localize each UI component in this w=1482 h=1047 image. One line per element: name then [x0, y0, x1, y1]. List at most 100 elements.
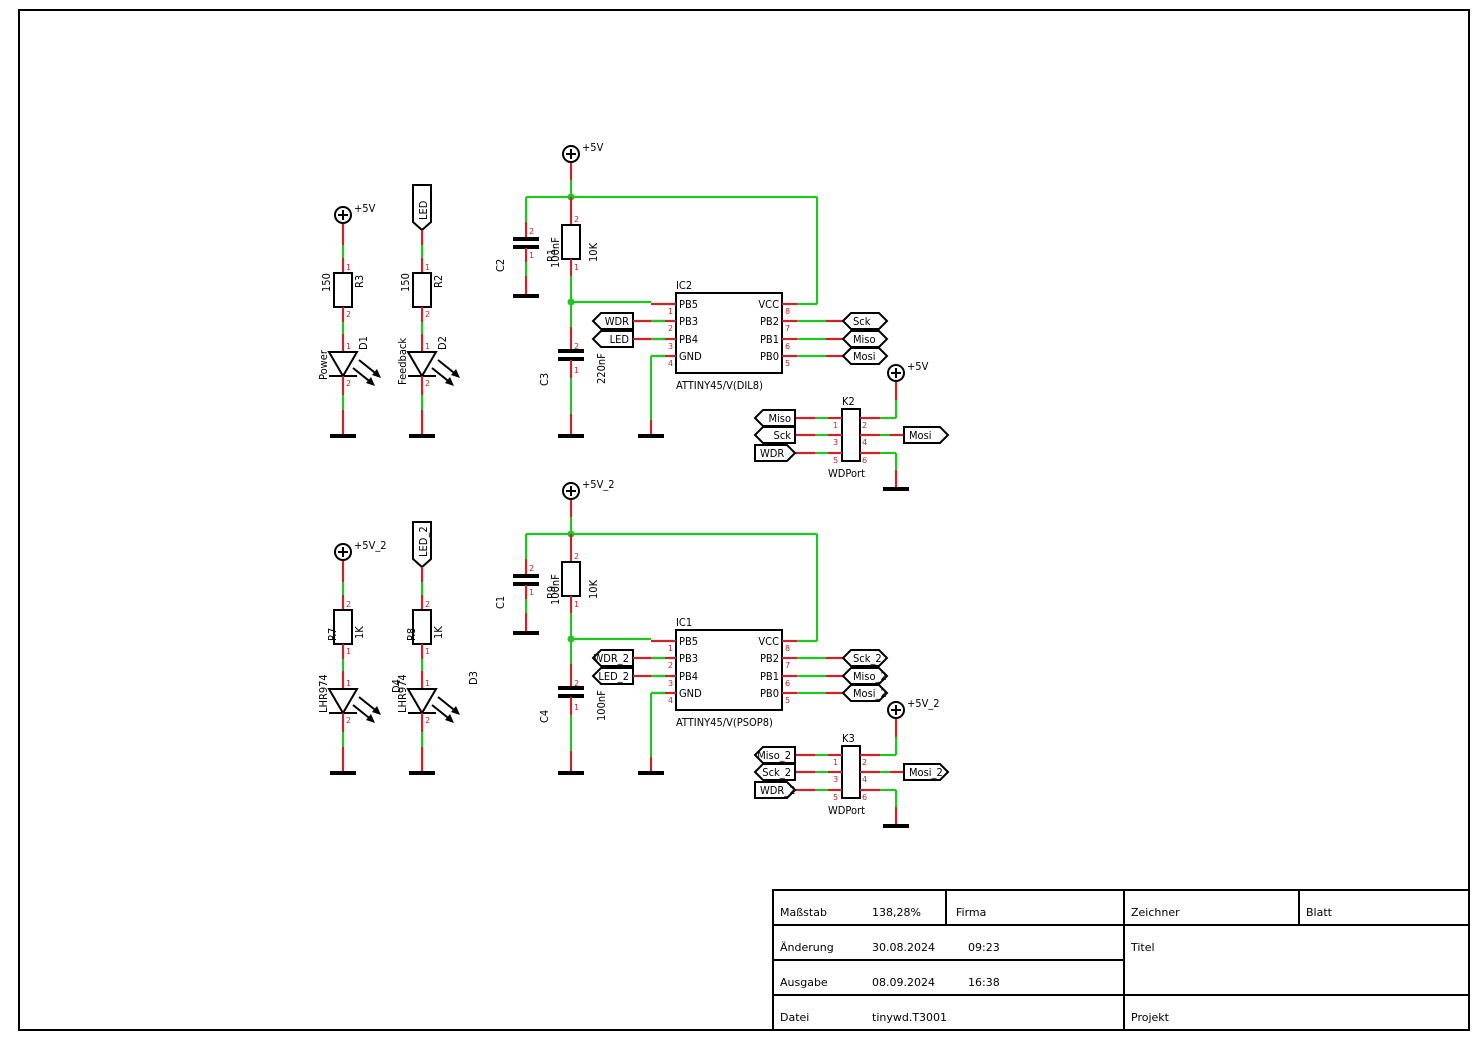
port-mosi-label: Mosi	[853, 350, 876, 363]
conn-port-mosi-label: Mosi_2	[909, 766, 943, 779]
pin-number: 5	[833, 456, 838, 465]
title-block: Maßstab 138,28% Firma Zeichner Blatt Änd…	[772, 889, 1470, 1031]
resistor-body	[412, 272, 432, 308]
r7-value: 1K	[353, 626, 366, 639]
aenderung-label: Änderung	[780, 941, 834, 954]
r8-name: R8	[405, 628, 418, 641]
arrow-head	[445, 377, 454, 386]
pin-number: 2	[529, 564, 534, 573]
ic-pin-label: PB5	[679, 298, 698, 311]
d3-label: D3	[467, 671, 480, 685]
c1-name: C1	[494, 596, 507, 609]
led-symbol	[406, 688, 438, 715]
ic-body	[675, 629, 783, 711]
projekt-label: Projekt	[1131, 1011, 1170, 1024]
pullup-r-name: R9	[545, 586, 558, 599]
r8-value: 1K	[432, 626, 445, 639]
pin-number: 8	[785, 307, 790, 316]
pin-number: 4	[862, 438, 867, 447]
port-miso-label: Miso	[853, 333, 876, 346]
port-mosi_2	[841, 684, 889, 702]
connector-name: K2	[842, 395, 855, 408]
ic-pin-label: PB0	[760, 687, 779, 700]
pin-number: 8	[785, 644, 790, 653]
pin-number: 5	[785, 696, 790, 705]
pin-number: 1	[425, 342, 430, 351]
pin-number: 1	[425, 679, 430, 688]
aenderung-date: 30.08.2024	[872, 941, 935, 954]
firma-label: Firma	[956, 906, 986, 919]
conn-port-sck	[753, 426, 796, 444]
aenderung-time: 09:23	[968, 941, 1000, 954]
r2-name: R2	[432, 275, 445, 288]
d1-name: D1	[357, 336, 370, 350]
d2-name: D2	[436, 336, 449, 350]
r2-value: 150	[399, 273, 412, 292]
pin-number: 1	[425, 647, 430, 656]
connector-value: WDPort	[828, 804, 865, 817]
c3-value: 220nF	[595, 353, 608, 384]
resistor-body	[561, 561, 581, 597]
conn-port-miso_2	[753, 746, 796, 764]
port-sck_2-label: Sck_2	[853, 652, 882, 665]
ic-name: IC2	[676, 279, 692, 292]
led-port-label: LED	[417, 200, 430, 220]
ic-pin-label: PB2	[760, 652, 779, 665]
port-led-label: LED	[610, 333, 630, 346]
pin-number: 1	[833, 421, 838, 430]
conn-port-sck-label: Sck	[774, 429, 792, 442]
pin-number: 2	[346, 600, 351, 609]
d1-value: Power	[317, 349, 330, 380]
pin-number: 3	[833, 775, 838, 784]
c3-name: C3	[538, 373, 551, 386]
ic-pin-label: PB4	[679, 333, 698, 346]
pin-number: 6	[862, 456, 867, 465]
ic-pin-label: PB4	[679, 670, 698, 683]
conn-port-miso-label: Miso	[769, 412, 792, 425]
pin-number: 2	[668, 324, 673, 333]
ic-pin-label: VCC	[758, 635, 779, 648]
pin-number: 6	[785, 679, 790, 688]
port-led_2-label: LED_2	[598, 670, 629, 683]
pin-number: 2	[668, 661, 673, 670]
pin-number: 6	[785, 342, 790, 351]
pin-number: 2	[574, 552, 579, 561]
pin-number: 1	[668, 644, 673, 653]
pin-number: 1	[833, 758, 838, 767]
conn-port-mosi	[903, 426, 950, 444]
connector-body	[841, 408, 861, 462]
arrow-head	[445, 714, 454, 723]
r7-name: R7	[326, 628, 339, 641]
pin-number: 1	[668, 307, 673, 316]
pin-number: 1	[346, 679, 351, 688]
arrow-head	[372, 706, 381, 715]
drawing-frame	[18, 9, 1470, 1031]
pin-number: 2	[862, 421, 867, 430]
arrow-head	[366, 714, 375, 723]
ic-part-label: ATTINY45/V(PSOP8)	[676, 716, 773, 729]
ausgabe-label: Ausgabe	[780, 976, 828, 989]
arrow-head	[372, 369, 381, 378]
pin-number: 4	[668, 696, 673, 705]
ic-part-label: ATTINY45/V(DIL8)	[676, 379, 763, 392]
conn-port-mosi	[903, 763, 950, 781]
conn-port-miso_2-label: Miso_2	[757, 749, 791, 762]
connector-body	[841, 745, 861, 799]
led-symbol	[327, 351, 359, 378]
ic-pin-label: PB1	[760, 670, 779, 683]
pin-number: 5	[833, 793, 838, 802]
ic-pin-label: GND	[679, 687, 702, 700]
pullup-r-value: 10K	[587, 579, 600, 599]
pin-number: 2	[862, 758, 867, 767]
led-port	[412, 521, 432, 569]
port-sck-label: Sck	[853, 315, 871, 328]
datei-value: tinywd.T3001	[872, 1011, 947, 1024]
pin-number: 6	[862, 793, 867, 802]
c4-name: C4	[538, 710, 551, 723]
connector-name: K3	[842, 732, 855, 745]
d-left-value: LHR974	[317, 674, 330, 713]
c2-value: 100nF	[549, 237, 562, 268]
supply-left-label: +5V_2	[354, 539, 387, 552]
